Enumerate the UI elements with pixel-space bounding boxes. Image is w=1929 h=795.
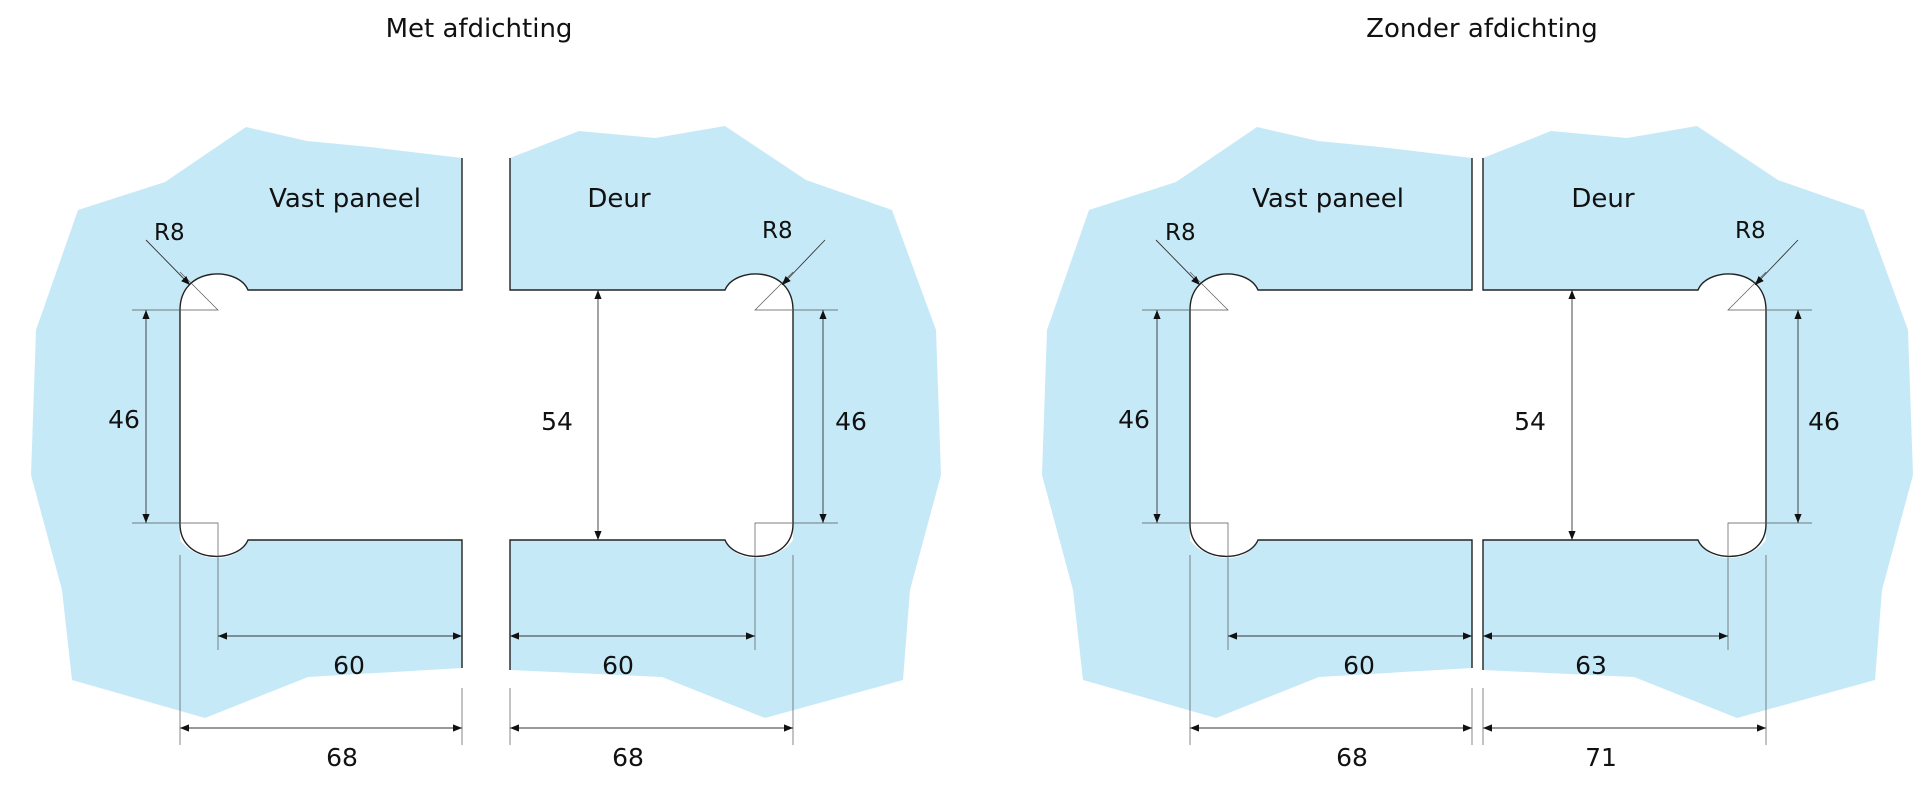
door-glass <box>1483 126 1913 718</box>
radius-construction-left <box>1189 271 1229 311</box>
door-label: Deur <box>587 184 650 214</box>
radius-label-left: R8 <box>154 220 185 246</box>
inner-width-value-left: 60 <box>1343 651 1375 680</box>
diagram-with-seal: Met afdichting R8 R8 46 54 46 60 <box>31 14 941 772</box>
radius-construction-right <box>1727 271 1767 311</box>
radius-construction-left-bottom <box>1190 522 1229 650</box>
radius-leader-right <box>781 239 826 286</box>
diagram-title: Zonder afdichting <box>1366 14 1598 44</box>
fixed-panel-glass <box>1042 127 1472 718</box>
diagram-without-seal: Zonder afdichting R8 R8 46 54 46 <box>1042 14 1913 772</box>
radius-construction-right <box>754 271 794 311</box>
radius-label-right: R8 <box>1735 218 1766 244</box>
height-value-left: 46 <box>1118 405 1150 434</box>
inner-width-value-right: 60 <box>602 651 634 680</box>
fixed-panel-glass <box>31 127 462 718</box>
radius-construction-left <box>179 271 219 311</box>
height-value-left: 46 <box>108 405 140 434</box>
fixed-panel-outline <box>179 158 463 668</box>
fixed-panel-outline <box>1189 158 1473 668</box>
height-value-middle: 54 <box>541 407 573 436</box>
door-outline <box>509 158 794 670</box>
fixed-panel-label: Vast paneel <box>1252 184 1404 214</box>
height-value-right: 46 <box>1808 407 1840 436</box>
door-glass <box>510 126 941 718</box>
radius-construction-left-bottom <box>180 522 219 650</box>
outer-width-value-right: 68 <box>612 743 644 772</box>
door-outline <box>1482 158 1767 670</box>
radius-label-right: R8 <box>762 218 793 244</box>
radius-leader-right <box>1754 239 1799 286</box>
inner-width-value-left: 60 <box>333 651 365 680</box>
radius-construction-right-bottom <box>1727 522 1766 650</box>
outer-width-value-left: 68 <box>326 743 358 772</box>
radius-leader-left <box>145 239 191 286</box>
inner-width-value-right: 63 <box>1575 651 1607 680</box>
outer-width-value-right: 71 <box>1585 743 1617 772</box>
radius-label-left: R8 <box>1165 220 1196 246</box>
height-value-middle: 54 <box>1514 407 1546 436</box>
height-value-right: 46 <box>835 407 867 436</box>
diagram-title: Met afdichting <box>386 14 573 44</box>
radius-leader-left <box>1155 239 1201 286</box>
door-label: Deur <box>1571 184 1634 214</box>
outer-width-value-left: 68 <box>1336 743 1368 772</box>
fixed-panel-label: Vast paneel <box>269 184 421 214</box>
radius-construction-right-bottom <box>754 522 793 650</box>
